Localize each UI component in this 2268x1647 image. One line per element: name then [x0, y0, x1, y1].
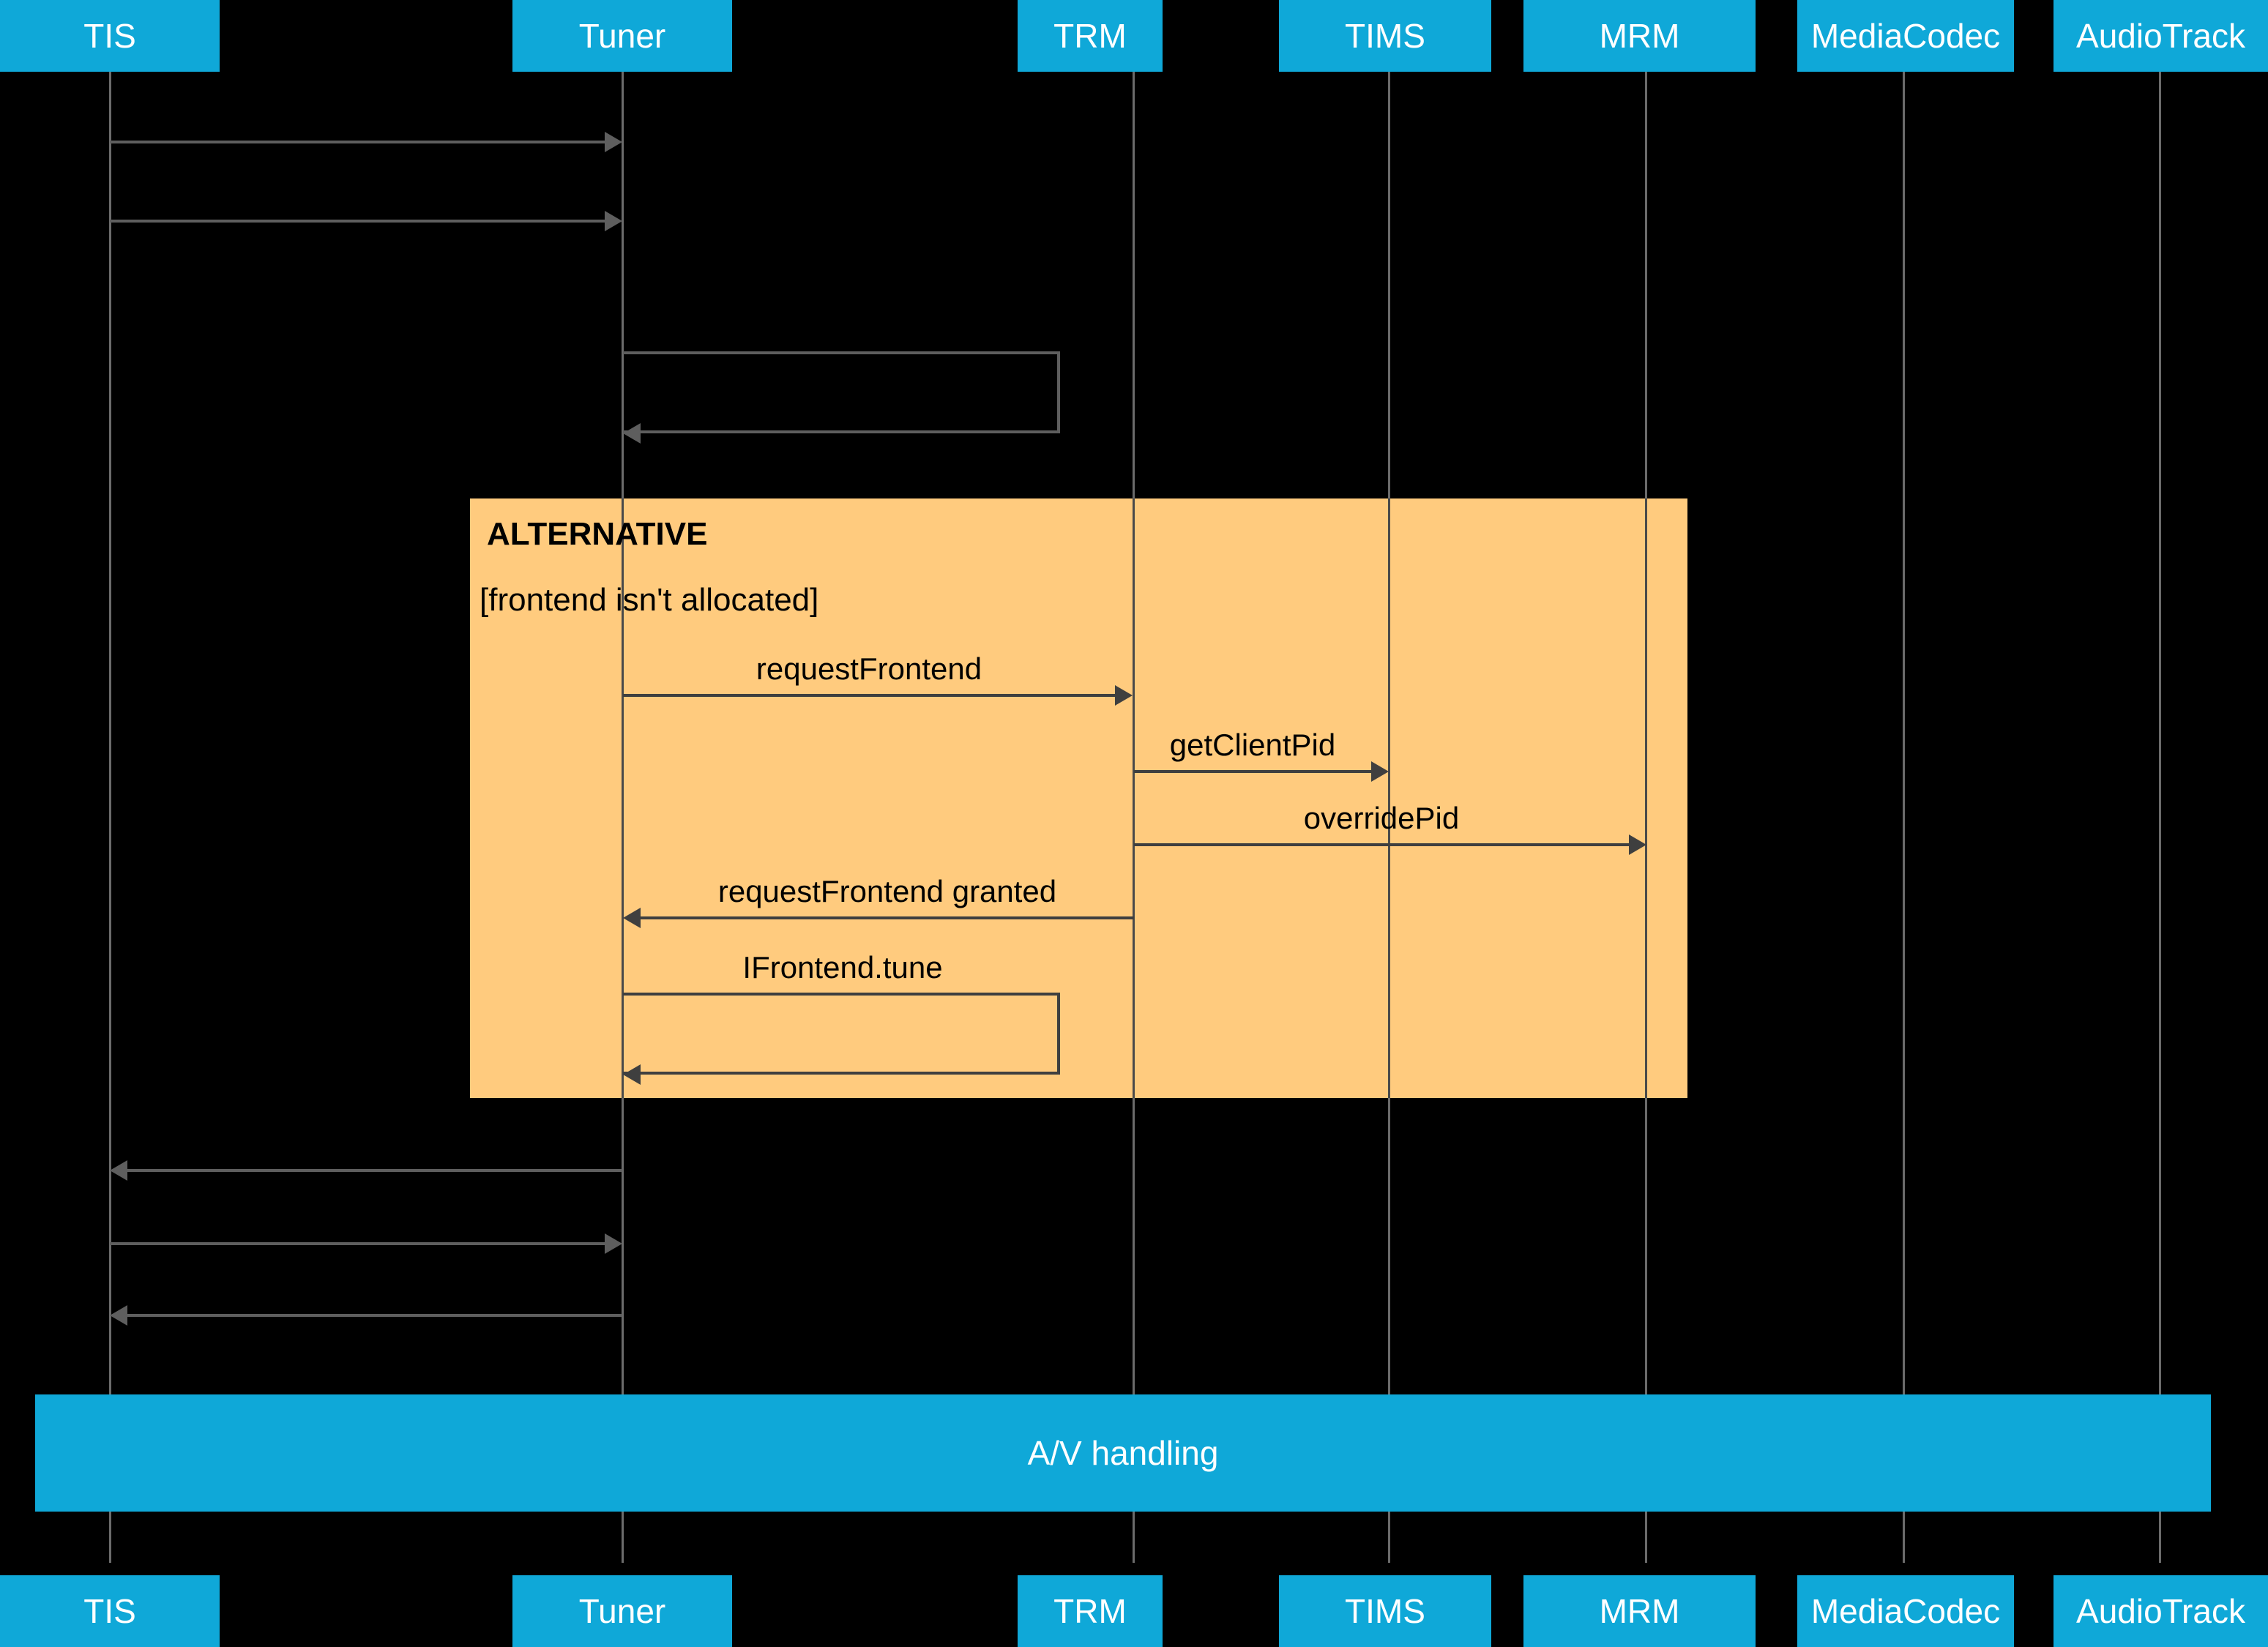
message-line-m6 [1134, 843, 1629, 846]
alt-fragment-guard: [frontend isn't allocated] [480, 582, 819, 618]
message-arrowhead-m4 [1115, 685, 1133, 706]
message-arrowhead-m6 [1629, 834, 1646, 855]
message-line-m10 [110, 1242, 615, 1245]
participant-header-tuner[interactable]: Tuner [512, 0, 732, 72]
message-label-m5: getClientPid [1169, 728, 1336, 762]
lifeline-audiotrack [2159, 72, 2161, 1394]
self-message-label-m8: IFrontend.tune [742, 950, 943, 985]
self-message-loop-m8 [623, 993, 1060, 1075]
message-arrowhead-m10 [605, 1233, 622, 1254]
participant-header-trm[interactable]: TRM [1018, 0, 1163, 72]
lifeline-mediacodec [1903, 72, 1905, 1394]
message-line-m2 [110, 220, 615, 223]
message-line-m5 [1134, 770, 1371, 773]
alt-fragment-title: ALTERNATIVE [487, 516, 708, 552]
participant-footer-tuner[interactable]: Tuner [512, 1575, 732, 1647]
lifeline-mrm-in-alt [1645, 498, 1647, 1098]
av-handling-band[interactable]: A/V handling [35, 1394, 2211, 1512]
lifeline-tuner-in-alt [622, 498, 624, 1098]
message-line-m11 [127, 1314, 622, 1317]
message-arrowhead-m9 [110, 1160, 127, 1181]
message-label-m6: overridePid [1303, 801, 1460, 835]
message-line-m7 [641, 916, 1134, 919]
lifeline-trm-in-alt [1133, 498, 1135, 1098]
message-line-m4 [623, 694, 1115, 697]
message-line-m1 [110, 141, 615, 143]
participant-header-audiotrack[interactable]: AudioTrack [2053, 0, 2268, 72]
lifeline-tims-footer-stub [1388, 1512, 1390, 1563]
message-label-m7: requestFrontend granted [717, 874, 1057, 908]
self-message-arrowhead-m8 [623, 1064, 641, 1085]
message-line-m9 [127, 1169, 622, 1172]
lifeline-mrm-footer-stub [1645, 1512, 1647, 1563]
message-arrowhead-m7 [623, 908, 641, 928]
participant-footer-tis[interactable]: TIS [0, 1575, 220, 1647]
lifeline-tis [109, 72, 111, 1394]
participant-header-tis[interactable]: TIS [0, 0, 220, 72]
participant-footer-tims[interactable]: TIMS [1279, 1575, 1491, 1647]
self-message-arrowhead-m3 [623, 423, 641, 444]
lifeline-tis-footer-stub [109, 1512, 111, 1563]
participant-footer-mrm[interactable]: MRM [1523, 1575, 1756, 1647]
lifeline-audiotrack-footer-stub [2159, 1512, 2161, 1563]
participant-footer-trm[interactable]: TRM [1018, 1575, 1163, 1647]
participant-header-mediacodec[interactable]: MediaCodec [1797, 0, 2014, 72]
self-message-loop-m3 [623, 351, 1060, 433]
lifeline-tuner-footer-stub [622, 1512, 624, 1563]
participant-header-tims[interactable]: TIMS [1279, 0, 1491, 72]
message-arrowhead-m1 [605, 132, 622, 152]
message-arrowhead-m11 [110, 1305, 127, 1326]
message-label-m4: requestFrontend [756, 651, 982, 686]
participant-header-mrm[interactable]: MRM [1523, 0, 1756, 72]
message-arrowhead-m2 [605, 211, 622, 231]
lifeline-trm-footer-stub [1133, 1512, 1135, 1563]
participant-footer-mediacodec[interactable]: MediaCodec [1797, 1575, 2014, 1647]
lifeline-mediacodec-footer-stub [1903, 1512, 1905, 1563]
participant-footer-audiotrack[interactable]: AudioTrack [2053, 1575, 2268, 1647]
alt-fragment [470, 498, 1687, 1098]
message-arrowhead-m5 [1371, 761, 1389, 782]
lifeline-tims-in-alt [1388, 498, 1390, 1098]
